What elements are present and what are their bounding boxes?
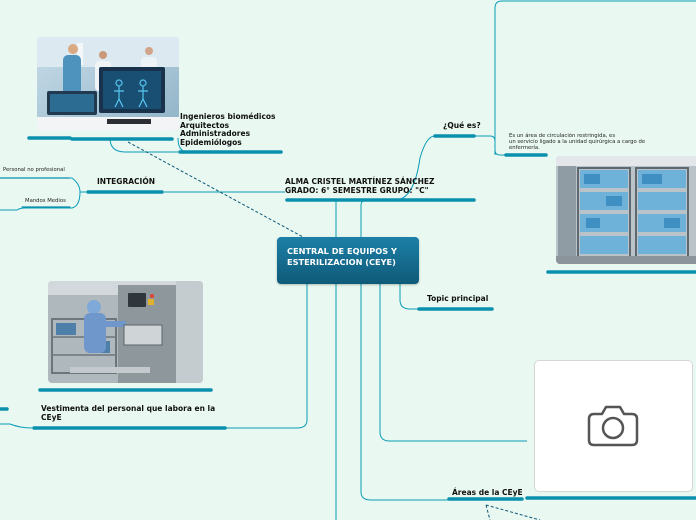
personal-item-2: Arquitectos xyxy=(180,120,230,130)
central-topic[interactable]: CENTRAL DE EQUIPOS Y ESTERILIZACION (CEY… xyxy=(277,237,419,284)
node-que-es[interactable]: ¿Qué es? xyxy=(443,121,481,130)
vestimenta-line-2: CEyE xyxy=(41,412,62,422)
personal-list: Ingenieros biomédicos Arquitectos Admini… xyxy=(180,112,276,147)
node-mandos-medios[interactable]: Mandos Medios xyxy=(25,198,66,204)
desc-line-1: Es un área de circulación restringida, e… xyxy=(509,133,616,139)
personal-item-1: Ingenieros biomédicos xyxy=(180,112,276,121)
photo-biomedical-engineers xyxy=(37,37,179,131)
node-integracion[interactable]: INTEGRACIÓN xyxy=(97,177,155,186)
vestimenta-line-1: Vestimenta del personal que labora en la xyxy=(41,404,216,413)
author-name: ALMA CRISTEL MARTÍNEZ SÁNCHEZ xyxy=(285,177,435,186)
author-grade: GRADO: 6° SEMESTRE GRUPO: "C" xyxy=(285,185,429,195)
desc-line-2: un servicio ligado a la unidad quirúrgic… xyxy=(509,139,646,146)
camera-icon xyxy=(587,405,639,447)
node-areas[interactable]: Áreas de la CEyE xyxy=(452,488,523,497)
node-personal-no-profesional[interactable]: Personal no profesional xyxy=(3,167,65,173)
photo-ceye-staff xyxy=(48,281,203,383)
node-topic-principal[interactable]: Topic principal xyxy=(427,294,489,303)
photo-sterile-storage xyxy=(556,156,696,264)
personal-item-4: Epidemiólogos xyxy=(180,137,242,147)
image-placeholder[interactable] xyxy=(534,360,693,492)
node-vestimenta[interactable]: Vestimenta del personal que labora en la… xyxy=(41,404,216,422)
personal-item-3: Administradores xyxy=(180,129,251,138)
node-author[interactable]: ALMA CRISTEL MARTÍNEZ SÁNCHEZ GRADO: 6° … xyxy=(285,177,435,195)
desc-line-3: enfermería. xyxy=(509,145,540,152)
central-topic-label: CENTRAL DE EQUIPOS Y ESTERILIZACION (CEY… xyxy=(287,246,397,267)
node-que-es-description[interactable]: Es un área de circulación restringida, e… xyxy=(509,133,645,152)
